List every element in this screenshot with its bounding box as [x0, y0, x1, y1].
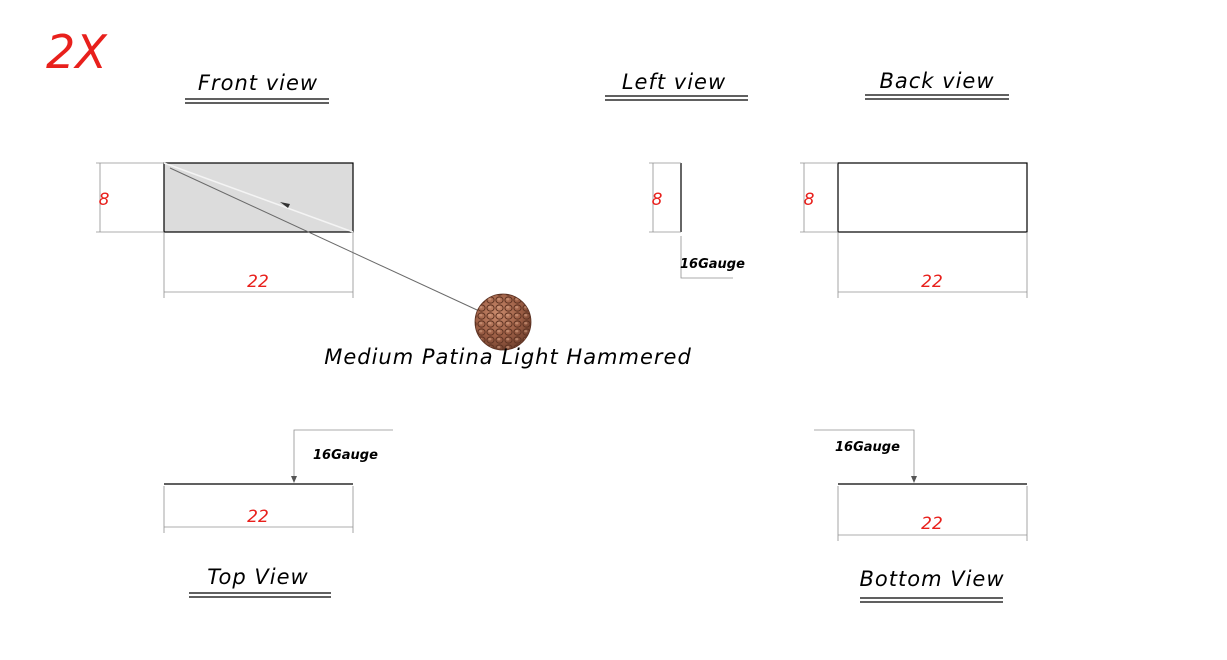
top-view: 16Gauge 22 Top View — [163, 429, 393, 598]
top-width-value: 22 — [247, 507, 269, 527]
material-leader-arrow — [280, 202, 290, 208]
left-view: Left view 8 16Gauge — [605, 70, 748, 279]
top-view-title: Top View — [207, 565, 308, 589]
left-gauge-leader — [680, 236, 733, 279]
left-height-value: 8 — [652, 190, 663, 210]
back-view: Back view 8 22 — [800, 69, 1028, 298]
front-face-reflection — [163, 162, 354, 233]
scale-label: 2X — [46, 25, 108, 79]
material-callout: Medium Patina Light Hammered — [169, 167, 692, 369]
left-gauge-label: 16Gauge — [680, 257, 745, 272]
back-height-value: 8 — [804, 190, 815, 210]
bottom-width-value: 22 — [921, 514, 943, 534]
front-view-title: Front view — [198, 71, 318, 95]
bottom-gauge-leader — [814, 429, 915, 480]
bottom-view: 16Gauge 22 Bottom View — [814, 429, 1028, 603]
top-gauge-arrow — [291, 476, 297, 483]
top-gauge-leader — [293, 429, 393, 480]
bottom-view-title: Bottom View — [860, 567, 1005, 591]
material-label: Medium Patina Light Hammered — [324, 345, 692, 369]
bottom-gauge-arrow — [911, 476, 917, 483]
bottom-gauge-label: 16Gauge — [835, 440, 900, 455]
front-height-value: 8 — [99, 190, 110, 210]
front-view: Front view 8 22 — [96, 71, 354, 298]
copper-hammered-swatch-icon — [474, 293, 532, 351]
material-leader-line — [169, 167, 504, 323]
back-face-rect — [837, 162, 1028, 233]
top-gauge-label: 16Gauge — [313, 448, 378, 463]
back-view-title: Back view — [879, 69, 994, 93]
left-view-title: Left view — [622, 70, 726, 94]
front-width-value: 22 — [247, 272, 269, 292]
back-width-value: 22 — [921, 272, 943, 292]
